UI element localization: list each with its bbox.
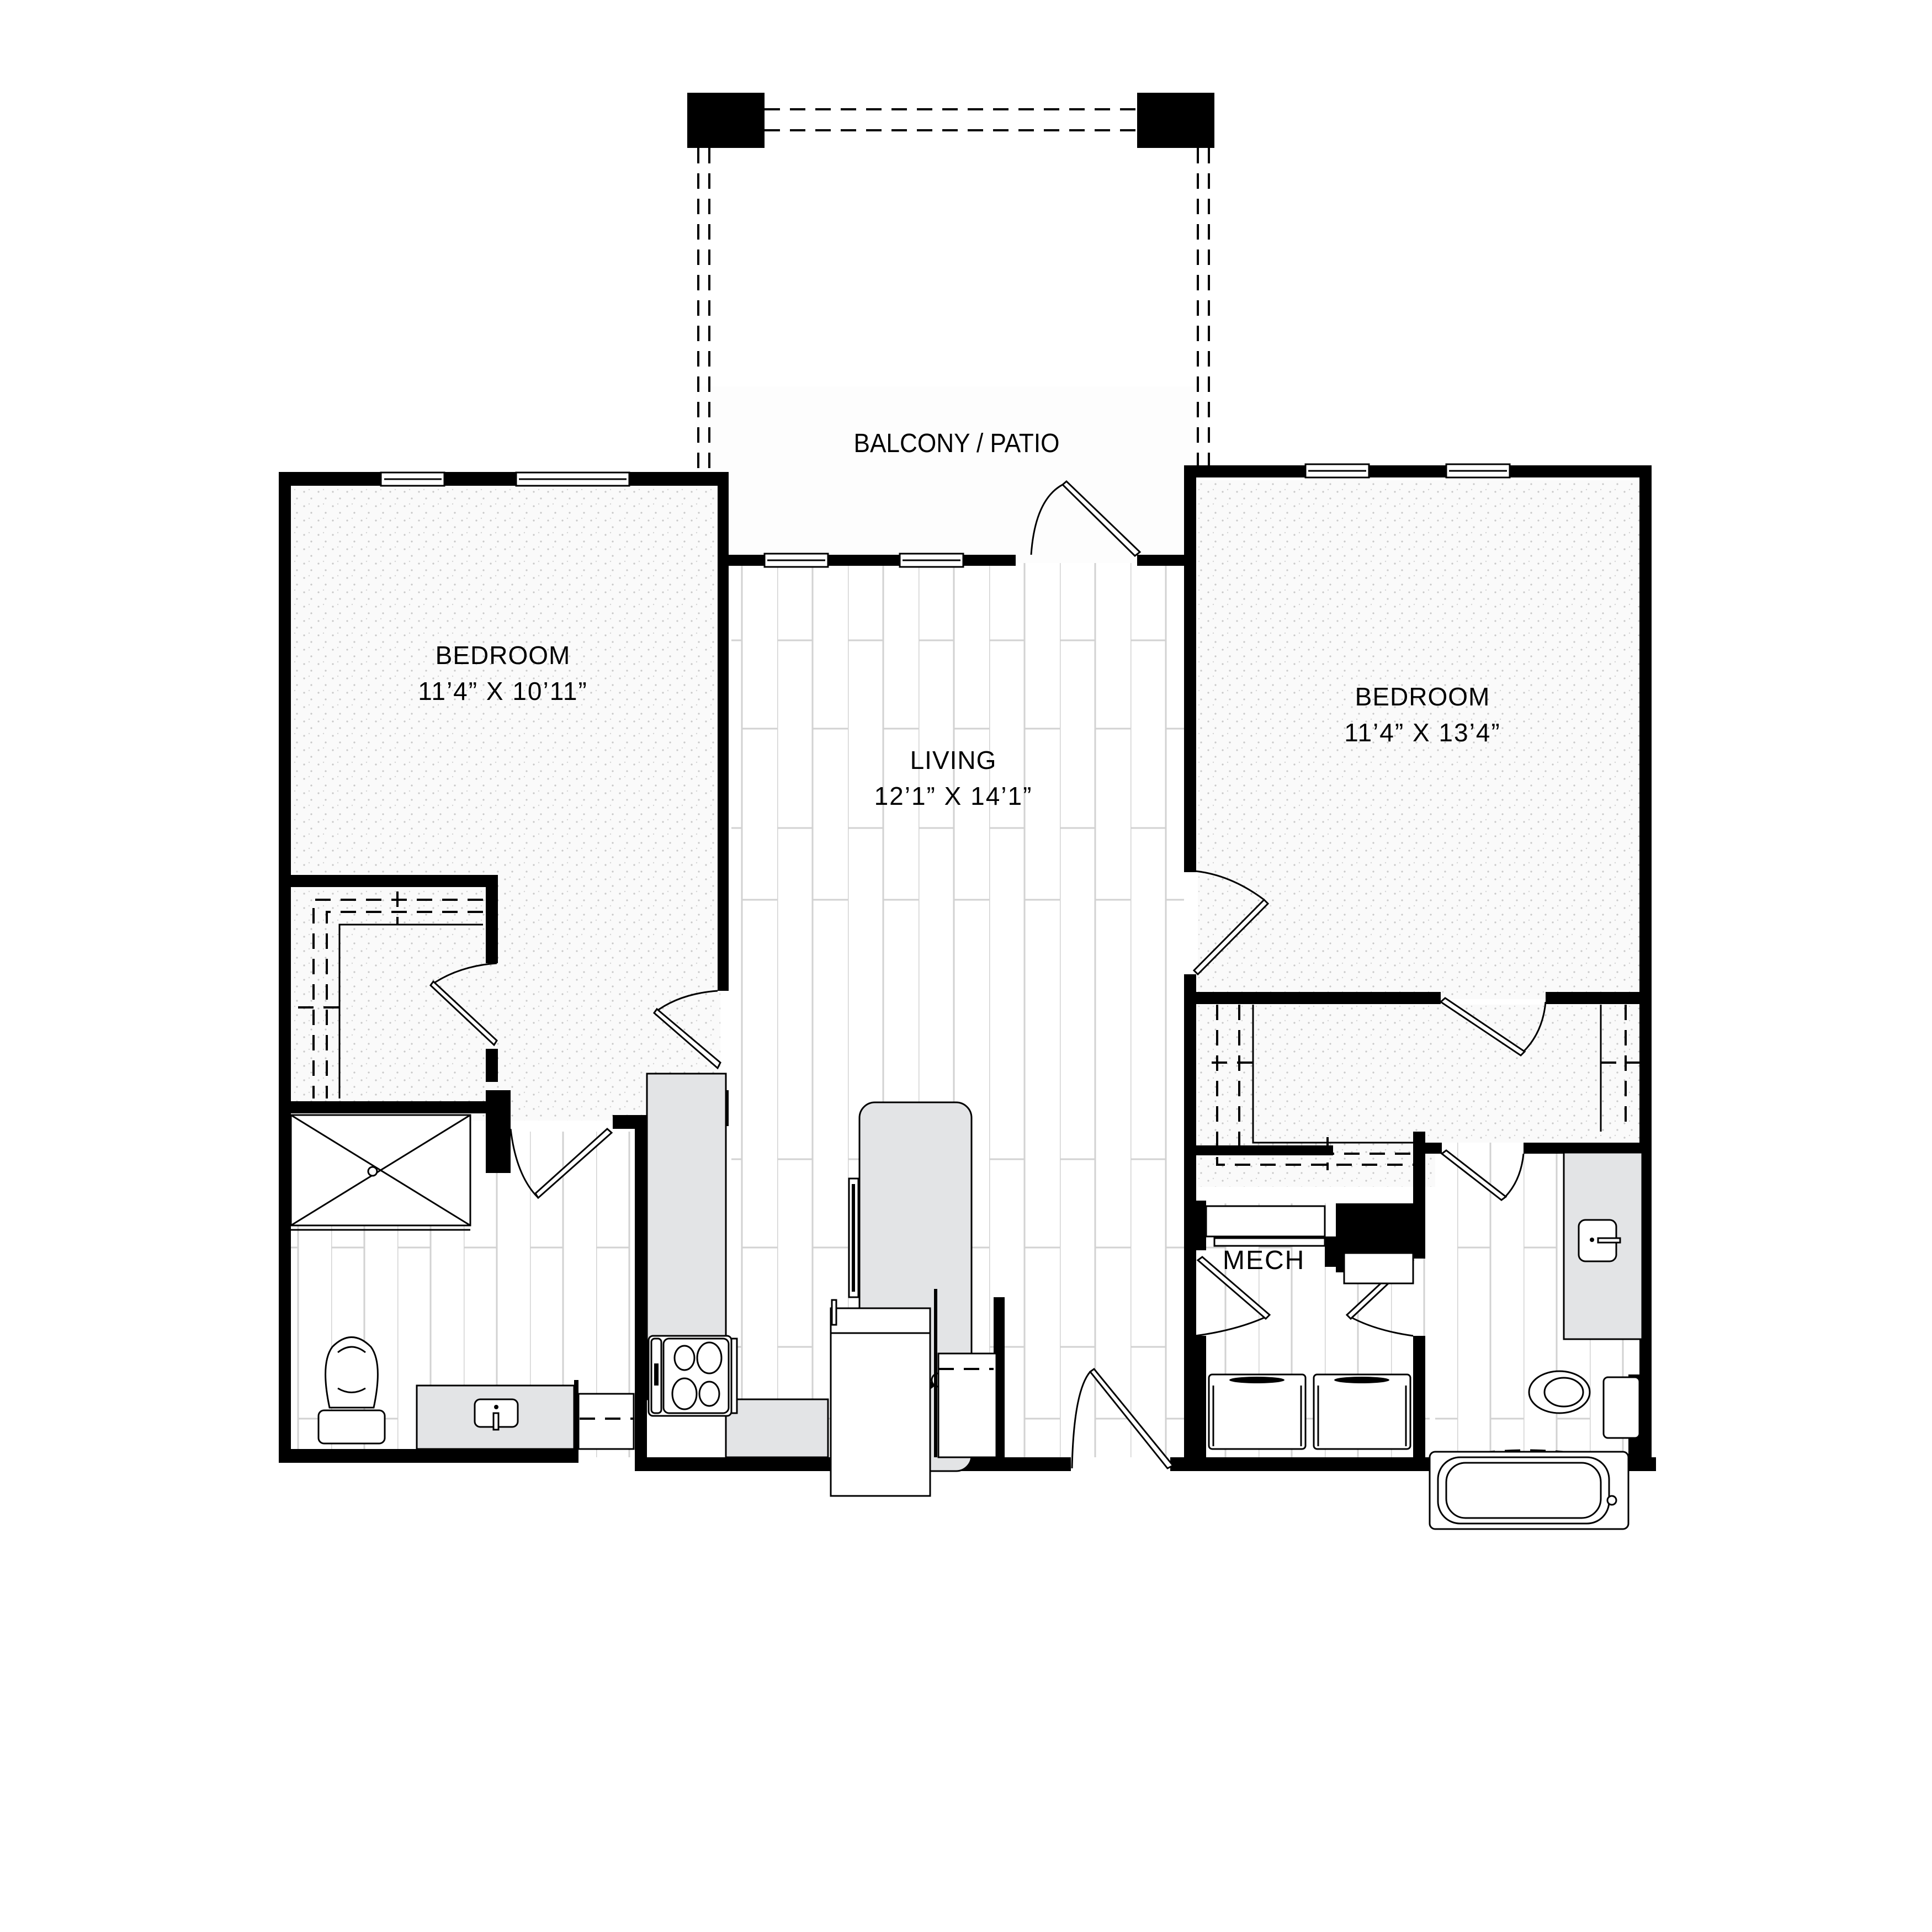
bedroom-right-door[interactable] [1192,870,1270,976]
closet-right-door[interactable] [1439,997,1547,1057]
balcony-label: BALCONY / PATIO [853,429,1060,458]
bedroom-left-name: BEDROOM [435,641,571,670]
living-name: LIVING [910,746,997,774]
laundry-left-door[interactable] [1195,1256,1271,1337]
bathtub-icon [1429,1449,1630,1530]
range-stove-icon [647,1335,738,1417]
mech-label: MECH [1223,1246,1305,1275]
balcony-door[interactable] [1030,480,1142,557]
pantry-shelf [934,1289,997,1458]
shower-icon [290,1114,471,1231]
bathroom-sink-icon [1563,1151,1643,1340]
window-icon [899,553,964,568]
balcony-area [687,93,1214,563]
dryer-icon [1313,1373,1411,1450]
bedroom-left-door[interactable] [652,990,721,1070]
bath-right-door[interactable] [1440,1149,1525,1201]
closet-shelf-icon [1212,1005,1639,1170]
refrigerator-icon [830,1299,931,1497]
balcony-post-right [1137,93,1214,148]
toilet-icon [1528,1370,1641,1439]
window-icon [763,553,829,568]
bedroom-left-floor [290,486,720,1121]
window-icon [515,471,630,487]
closet-left-door[interactable] [429,962,498,1047]
living-dimensions: 12’1” X 14’1” [874,782,1033,810]
window-icon [380,471,445,487]
closet-shelf-icon [298,891,483,1098]
bedroom-right-floor [1198,480,1639,999]
dishwasher-icon [848,1177,859,1298]
window-icon [1445,463,1511,479]
mech-door[interactable] [1213,1237,1326,1247]
bedroom-right-dimensions: 11’4” X 13’4” [1344,718,1501,747]
toilet-icon [317,1336,386,1445]
washer-icon [1208,1373,1307,1450]
balcony-post-left [687,93,765,148]
bathroom-sink-icon [416,1384,575,1450]
mech-room [1205,1203,1414,1285]
bath-left-door[interactable] [509,1127,613,1199]
bedroom-left-dimensions: 11’4” X 10’11” [418,677,588,705]
bedroom-right-name: BEDROOM [1355,682,1490,711]
linen-shelf [577,1393,635,1450]
window-icon [1304,463,1370,479]
entry-door[interactable] [1071,1367,1175,1469]
windows [380,463,1511,568]
